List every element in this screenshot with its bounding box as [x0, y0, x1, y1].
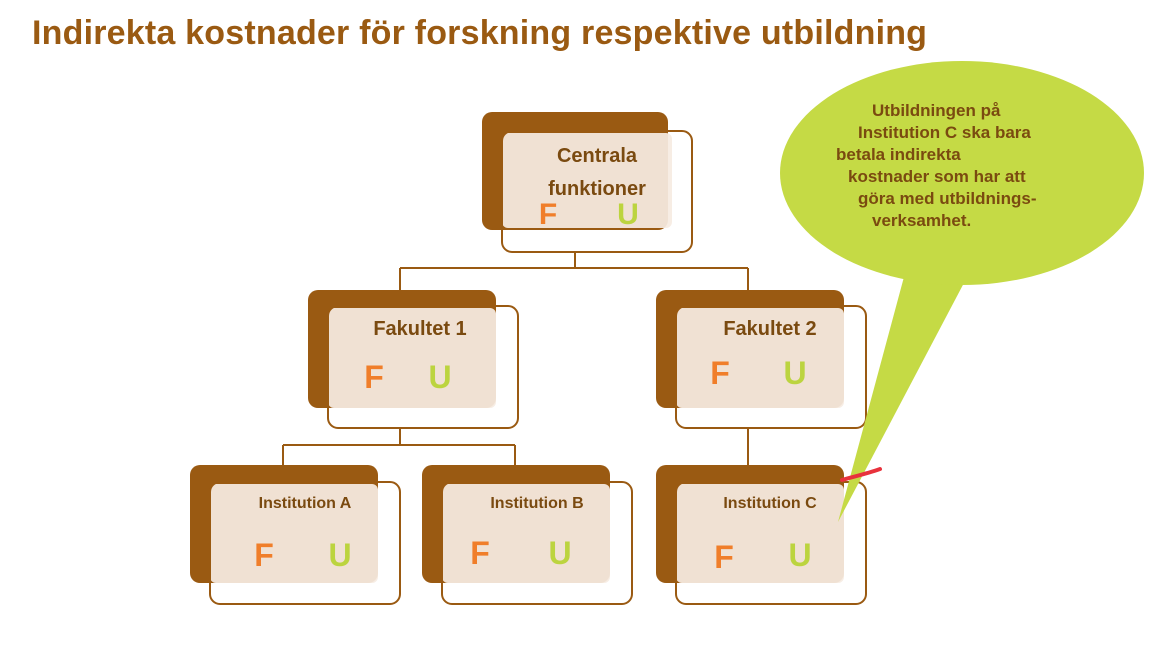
u-letter: U — [783, 355, 806, 391]
node-institution-a: Institution A F U — [190, 465, 401, 605]
annotation-mark — [840, 467, 882, 482]
callout-pointer — [838, 262, 975, 522]
node-institution-c: Institution C F U — [656, 465, 867, 605]
u-letter: U — [428, 359, 451, 395]
node-fakultet-1: Fakultet 1 F U — [308, 290, 519, 429]
speech-bubble-callout — [780, 61, 1144, 522]
node-outline — [675, 305, 867, 429]
node-label: Institution C — [723, 495, 817, 512]
node-outline — [501, 130, 693, 253]
page-title: Indirekta kostnader för forskning respek… — [32, 14, 928, 52]
node-outline — [209, 481, 401, 605]
node-front-panel — [502, 133, 672, 228]
node-label: Fakultet 1 — [373, 318, 466, 340]
node-label: Institution B — [490, 495, 583, 512]
node-label-line1: Centrala — [557, 145, 638, 167]
u-letter: U — [617, 198, 639, 231]
f-letter: F — [254, 537, 274, 573]
node-outline — [441, 481, 633, 605]
node-outline — [675, 481, 867, 605]
callout-text: Utbildningen på Institution C ska bara b… — [836, 100, 1086, 232]
callout-line-3: betala indirekta — [836, 145, 961, 164]
u-letter: U — [328, 537, 351, 573]
node-front-panel — [676, 484, 844, 583]
node-centrala-funktioner: Centrala funktioner F U — [482, 112, 693, 253]
f-letter: F — [714, 539, 734, 575]
callout-line-6: verksamhet. — [872, 211, 972, 230]
node-front-panel — [442, 484, 610, 583]
callout-line-1: Utbildningen på — [872, 101, 1001, 120]
node-label-line2: funktioner — [548, 178, 646, 200]
connector-lines — [282, 252, 749, 465]
u-letter: U — [788, 537, 811, 573]
f-letter: F — [710, 355, 730, 391]
callout-line-5: göra med utbildnings- — [858, 189, 1037, 208]
f-letter: F — [539, 198, 557, 231]
f-letter: F — [470, 535, 490, 571]
u-letter: U — [548, 535, 571, 571]
callout-line-2: Institution C ska bara — [858, 123, 1031, 142]
node-front-panel — [676, 308, 844, 408]
node-front-panel — [328, 308, 496, 408]
node-label: Institution A — [259, 495, 352, 512]
node-fakultet-2: Fakultet 2 F U — [656, 290, 867, 429]
callout-bubble — [780, 61, 1144, 285]
node-front-panel — [210, 484, 378, 583]
callout-line-4: kostnader som har att — [848, 167, 1026, 186]
node-institution-b: Institution B F U — [422, 465, 633, 605]
node-outline — [327, 305, 519, 429]
node-label: Fakultet 2 — [723, 318, 816, 340]
f-letter: F — [364, 359, 384, 395]
